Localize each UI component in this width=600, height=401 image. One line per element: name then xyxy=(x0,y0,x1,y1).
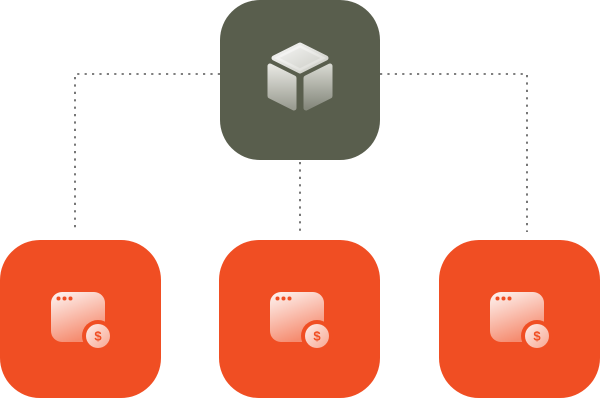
connector-right xyxy=(380,73,528,232)
billing-window-icon: $ xyxy=(439,240,600,398)
svg-text:$: $ xyxy=(94,329,102,344)
svg-text:$: $ xyxy=(313,329,321,344)
hub-tile-bg xyxy=(220,0,380,160)
billing-window-icon: $ xyxy=(0,240,161,398)
hub-node xyxy=(220,0,380,160)
svg-text:$: $ xyxy=(533,329,541,344)
child-node-3: $ xyxy=(439,240,600,398)
billing-window-icon: $ xyxy=(219,240,380,398)
connector-left xyxy=(74,73,220,232)
child-node-2: $ xyxy=(219,240,380,398)
child-node-1: $ xyxy=(0,240,161,398)
cube-icon xyxy=(220,0,380,160)
